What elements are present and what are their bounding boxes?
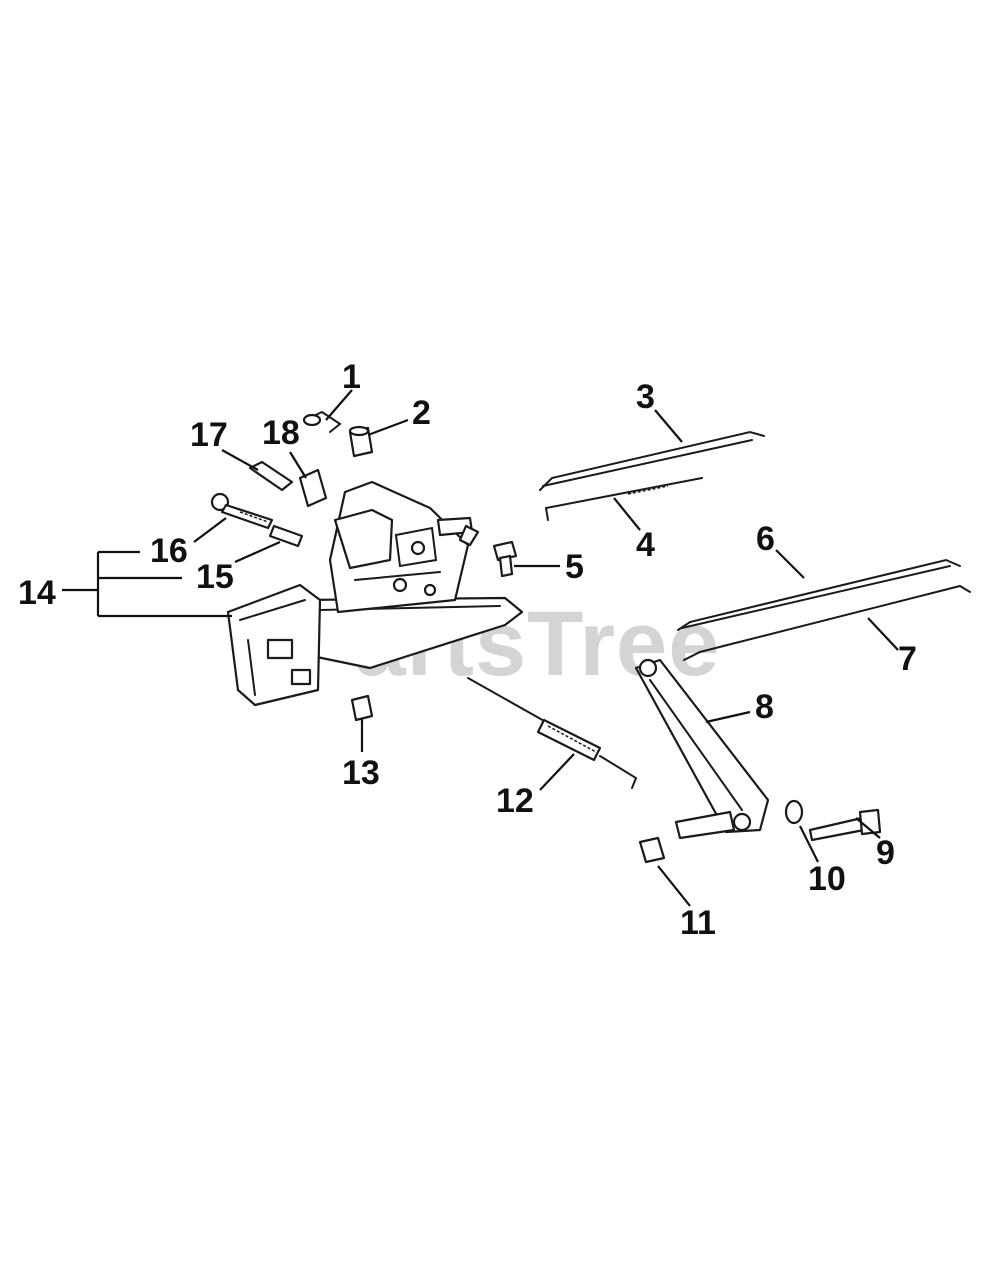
part-nut-2	[348, 425, 374, 458]
part-washer-10	[784, 799, 804, 825]
part-block-18	[298, 468, 328, 508]
part-lever-8	[634, 658, 770, 840]
part-nut-13	[350, 694, 374, 722]
part-rod-4	[544, 477, 703, 521]
callout-6: 6	[756, 520, 775, 558]
callout-2: 2	[412, 394, 431, 432]
callout-14: 14	[18, 574, 56, 612]
callout-12: 12	[496, 782, 534, 820]
callout-8: 8	[755, 688, 774, 726]
part-bolt-9	[808, 808, 882, 842]
callout-9: 9	[876, 834, 895, 872]
part-rod-7	[683, 584, 971, 661]
callout-16: 16	[150, 532, 188, 570]
callout-7: 7	[898, 640, 917, 678]
callout-11: 11	[680, 904, 716, 942]
part-rod-6	[677, 558, 961, 631]
part-rod-3	[539, 430, 765, 491]
callout-18: 18	[262, 414, 300, 452]
part-bolt-5	[492, 540, 518, 578]
part-bolt-16	[210, 492, 274, 530]
callout-15: 15	[196, 558, 234, 596]
callout-3: 3	[636, 378, 655, 416]
part-clip-pin	[302, 410, 342, 433]
callout-5: 5	[565, 548, 584, 586]
part-spring-12	[467, 677, 638, 789]
callout-10: 10	[808, 860, 846, 898]
callout-1: 1	[342, 358, 361, 396]
part-spacer-15	[268, 524, 304, 548]
callout-4: 4	[636, 526, 655, 564]
part-bolt-17	[248, 460, 294, 492]
callout-13: 13	[342, 754, 380, 792]
bracket-assembly	[226, 480, 524, 707]
leader-lines	[62, 389, 899, 907]
part-nut-11	[638, 836, 666, 864]
callout-17: 17	[190, 416, 228, 454]
callout-labels: 1 2 3 4 5 6 7 8 9 10 11 12 13 14 15 16 1…	[18, 358, 917, 942]
